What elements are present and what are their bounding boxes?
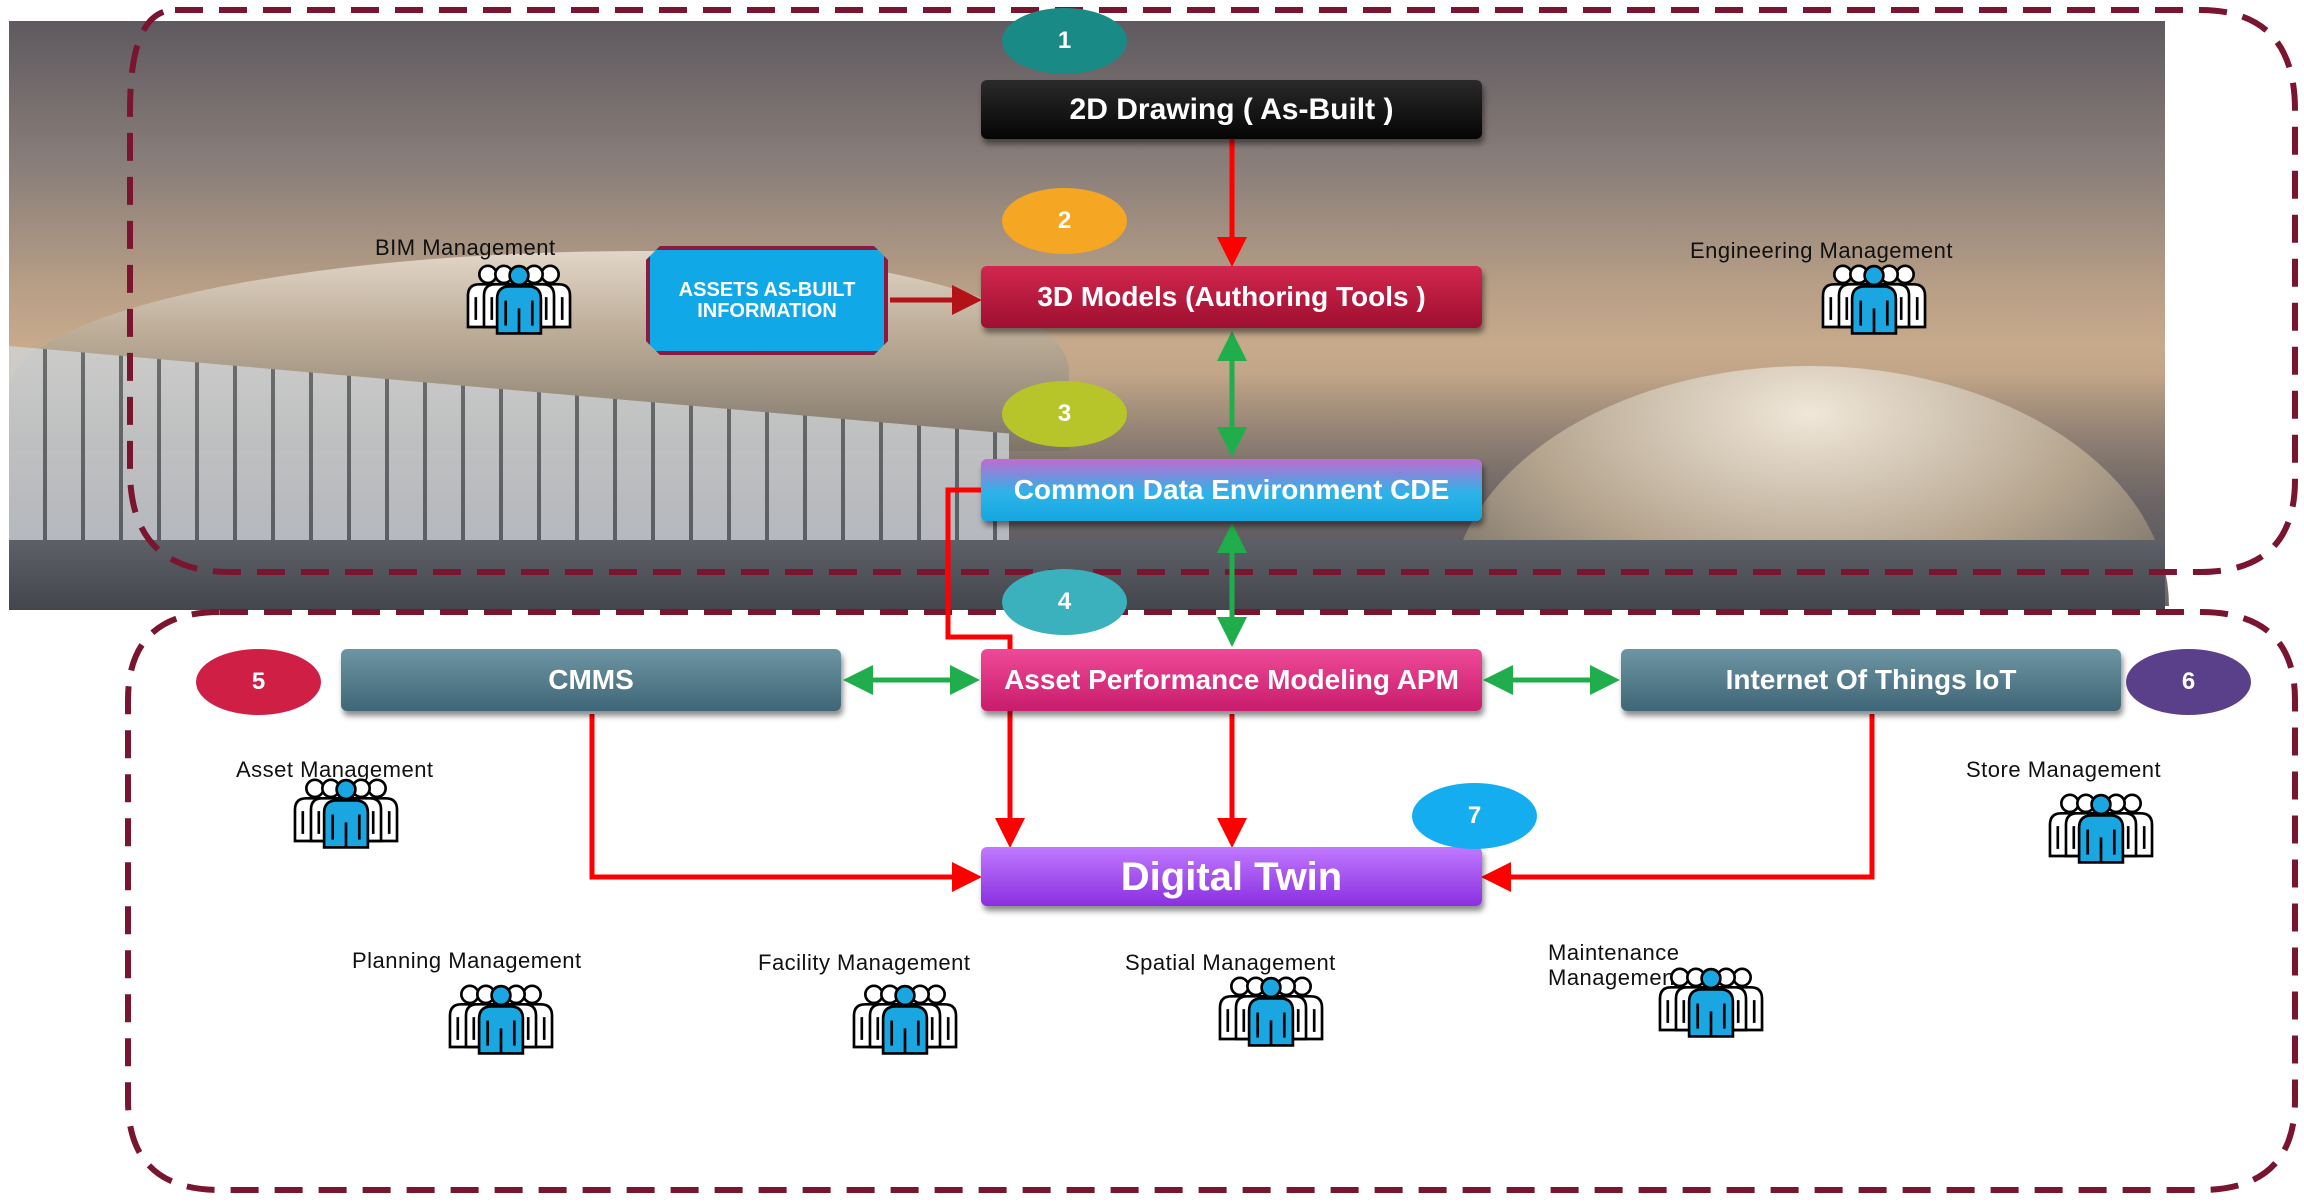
role-label-planning: Planning Management: [352, 948, 582, 973]
step-iot-box: Internet Of Things IoT: [1621, 649, 2121, 711]
people-group-icon: [442, 983, 560, 1063]
step-apm-box: Asset Performance Modeling APM: [981, 649, 1482, 711]
top-region-border: [127, 7, 2298, 575]
step-cde-box: Common Data Environment CDE: [981, 459, 1482, 521]
step-2d-drawing-box: 2D Drawing ( As-Built ): [981, 80, 1482, 139]
people-group-icon: [1652, 966, 1770, 1046]
role-label-maintenance: Maintenance Management: [1548, 940, 1682, 991]
people-group-icon: [846, 983, 964, 1063]
step-digital-twin-box: Digital Twin: [981, 847, 1482, 906]
role-label-asset: Asset Management: [236, 757, 434, 782]
role-label-spatial: Spatial Management: [1125, 950, 1336, 975]
step-cmms-box: CMMS: [341, 649, 841, 711]
people-group-icon: [287, 777, 405, 857]
role-label-store: Store Management: [1966, 757, 2162, 782]
assets-as-built-box: ASSETS AS-BUILT INFORMATION: [646, 246, 888, 355]
step-2-badge: 2: [1002, 188, 1127, 254]
step-3d-models-box: 3D Models (Authoring Tools ): [981, 266, 1482, 328]
people-group-icon: [460, 263, 578, 343]
role-label-bim: BIM Management: [375, 235, 556, 260]
step-6-badge: 6: [2126, 649, 2251, 715]
arrow-iot-to-digital-twin: [1481, 714, 1875, 892]
role-label-engineering: Engineering Management: [1690, 238, 1953, 263]
step-3-badge: 3: [1002, 381, 1127, 447]
step-7-badge: 7: [1412, 783, 1537, 849]
step-5-badge: 5: [196, 649, 321, 715]
step-4-badge: 4: [1002, 569, 1127, 635]
arrow-cmms-to-digital-twin: [589, 714, 982, 892]
role-label-facility: Facility Management: [758, 950, 971, 975]
bottom-region-border: [125, 609, 2298, 1193]
people-group-icon: [1212, 975, 1330, 1055]
step-1-badge: 1: [1002, 8, 1127, 74]
people-group-icon: [2042, 792, 2160, 872]
people-group-icon: [1815, 263, 1933, 343]
